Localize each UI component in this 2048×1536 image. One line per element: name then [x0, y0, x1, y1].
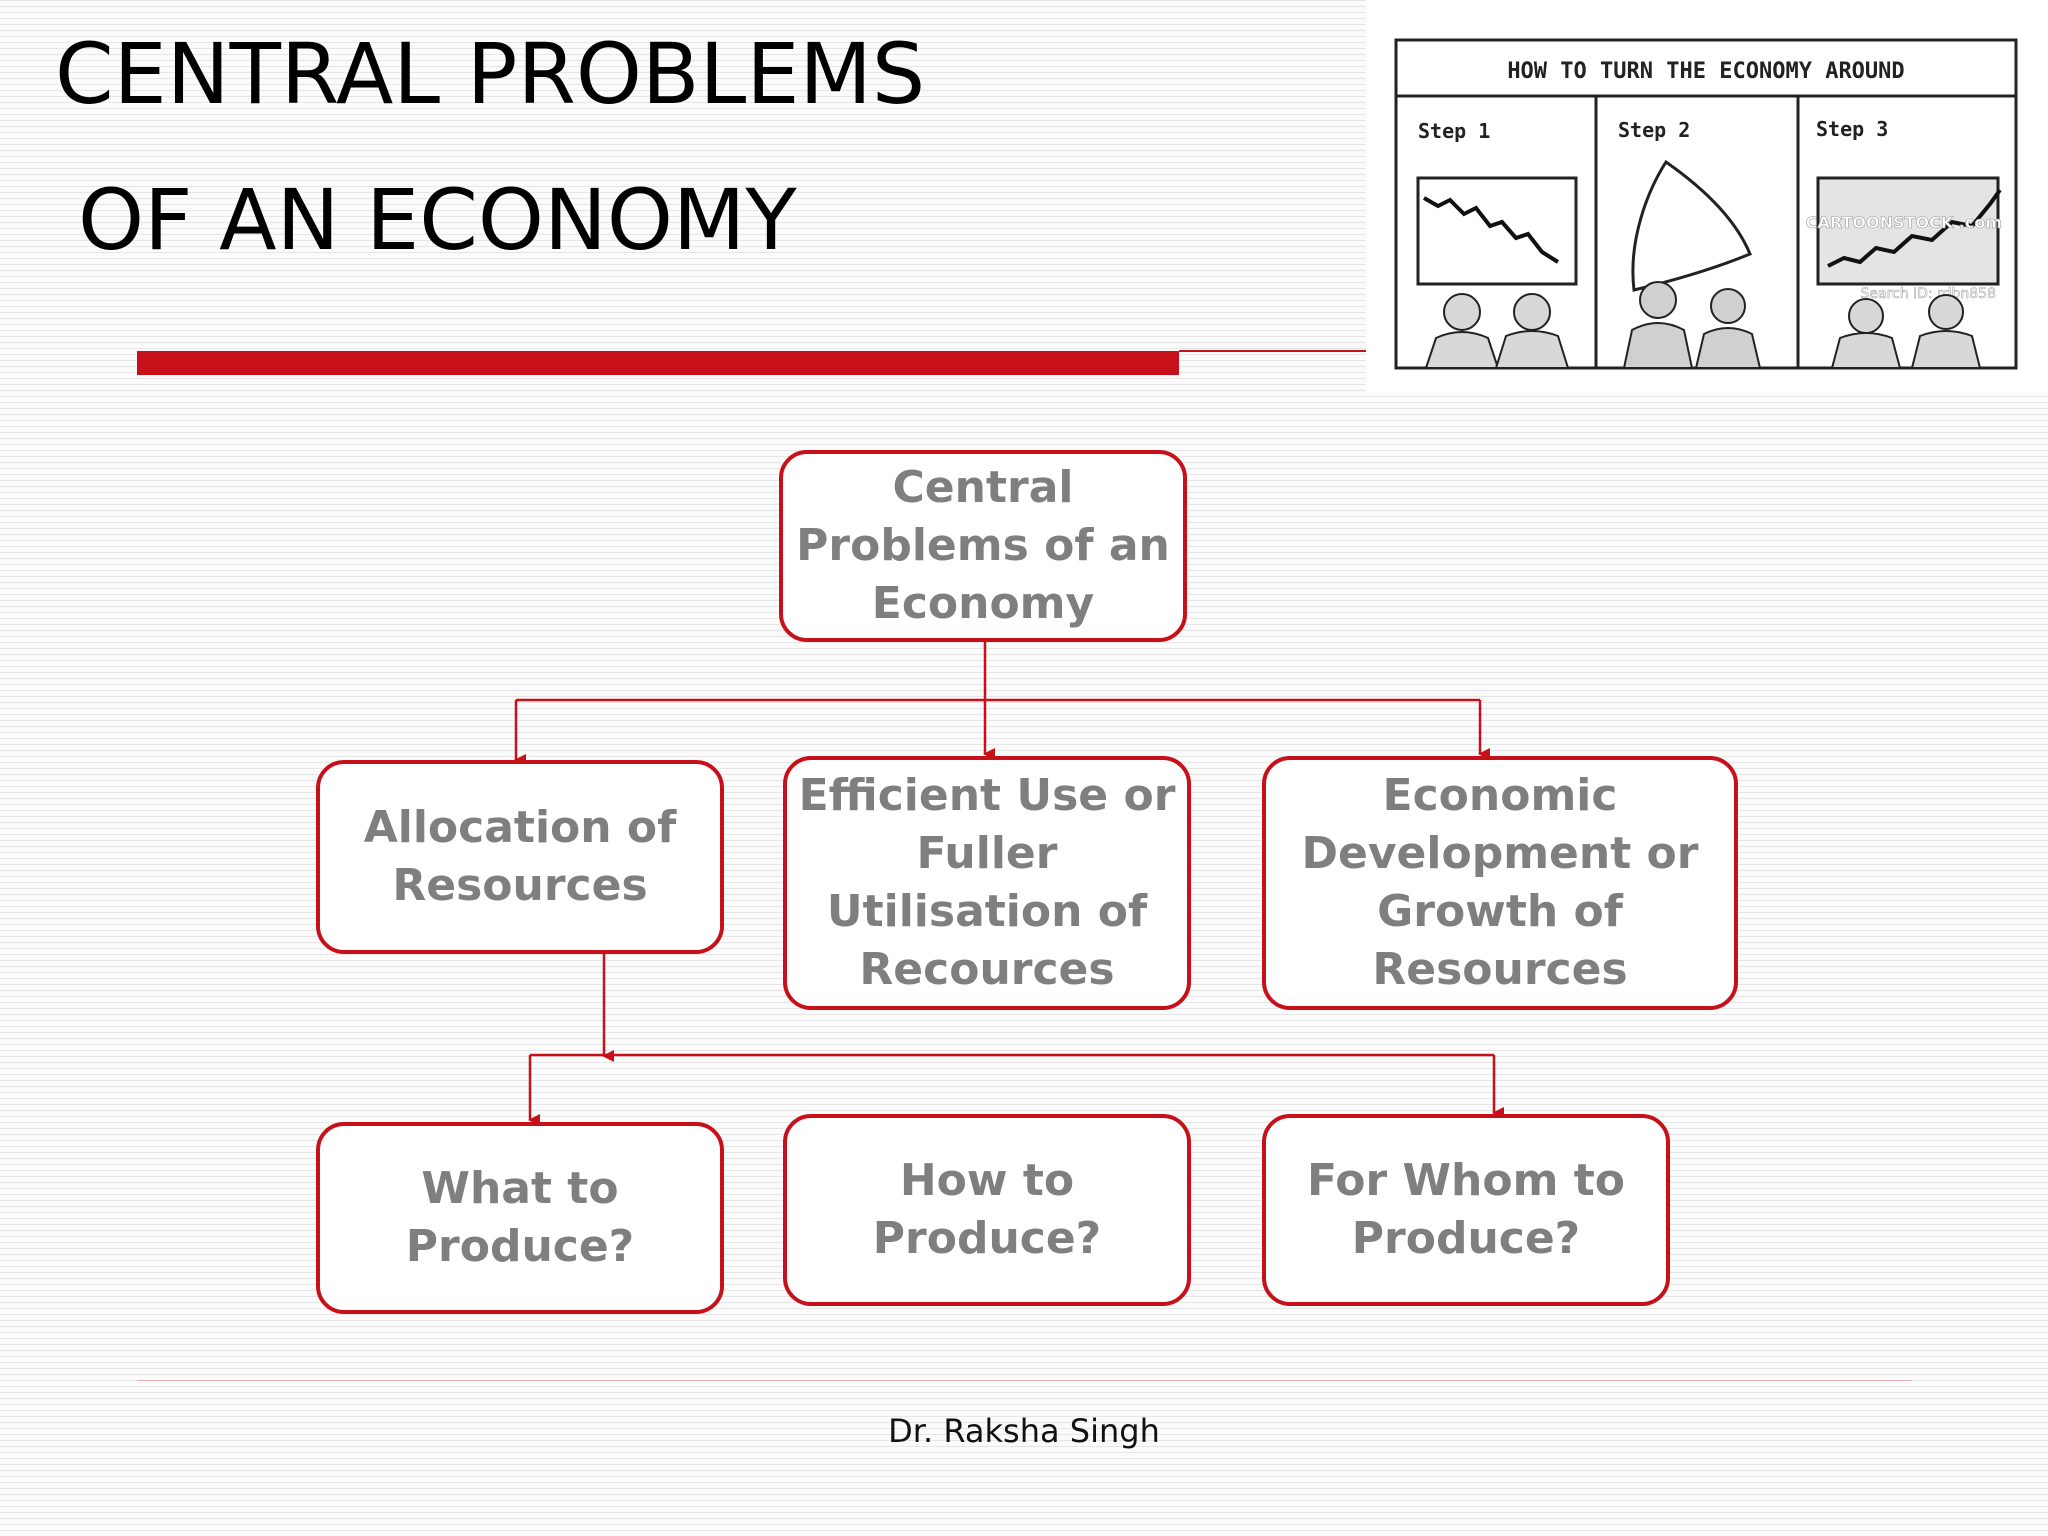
- declining-chart-icon: [1416, 176, 1578, 286]
- declining-line-icon: [1423, 196, 1560, 264]
- cartoon-search-id: Search ID: rdbn858: [1860, 286, 1996, 302]
- cartoon-illustration: HOW TO TURN THE ECONOMY AROUND Step 1 St…: [1394, 38, 2018, 370]
- title-underline-bar: [137, 351, 1179, 375]
- panel-3-people-icon: [1830, 294, 1982, 369]
- node-what-to-produce-label: What to Produce?: [405, 1163, 635, 1272]
- node-efficient-use: Efficient Use or Fuller Utilisation of R…: [783, 756, 1191, 1010]
- cartoon-step-1-label: Step 1: [1418, 119, 1490, 143]
- footer-divider: [137, 1380, 1912, 1381]
- node-economic-development-label: Economic Development or Growth of Resour…: [1301, 770, 1699, 995]
- slide-title-line-2: OF AN ECONOMY: [78, 171, 797, 269]
- slide-title-line-1: CENTRAL PROBLEMS: [55, 25, 926, 123]
- cartoon-step-3-label: Step 3: [1816, 117, 1888, 141]
- footer-author: Dr. Raksha Singh: [888, 1412, 1160, 1450]
- economy-cartoon: HOW TO TURN THE ECONOMY AROUND Step 1 St…: [1366, 0, 2048, 392]
- node-efficient-use-label: Efficient Use or Fuller Utilisation of R…: [798, 770, 1176, 995]
- flipped-chart-icon: [1631, 159, 1752, 292]
- node-allocation-label: Allocation of Resources: [363, 802, 677, 911]
- node-allocation-of-resources: Allocation of Resources: [316, 760, 724, 954]
- cartoon-watermark: CARTOONSTOCK .com: [1806, 213, 2002, 232]
- node-for-whom-to-produce-label: For Whom to Produce?: [1306, 1155, 1626, 1264]
- rising-chart-icon: [1816, 176, 2000, 286]
- rising-line-icon: [1827, 188, 2002, 268]
- node-how-to-produce: How to Produce?: [783, 1114, 1191, 1306]
- panel-1-people-icon: [1424, 293, 1570, 369]
- cartoon-step-2-label: Step 2: [1618, 118, 1690, 142]
- node-central-problems-label: Central Problems of an Economy: [796, 462, 1170, 629]
- cartoon-title: HOW TO TURN THE ECONOMY AROUND: [1507, 59, 1904, 84]
- node-for-whom-to-produce: For Whom to Produce?: [1262, 1114, 1670, 1306]
- node-central-problems: Central Problems of an Economy: [779, 450, 1187, 642]
- panel-2-people-icon: [1622, 281, 1762, 369]
- title-underline-thin: [1179, 350, 1369, 352]
- node-what-to-produce: What to Produce?: [316, 1122, 724, 1314]
- node-how-to-produce-label: How to Produce?: [872, 1155, 1102, 1264]
- node-economic-development: Economic Development or Growth of Resour…: [1262, 756, 1738, 1010]
